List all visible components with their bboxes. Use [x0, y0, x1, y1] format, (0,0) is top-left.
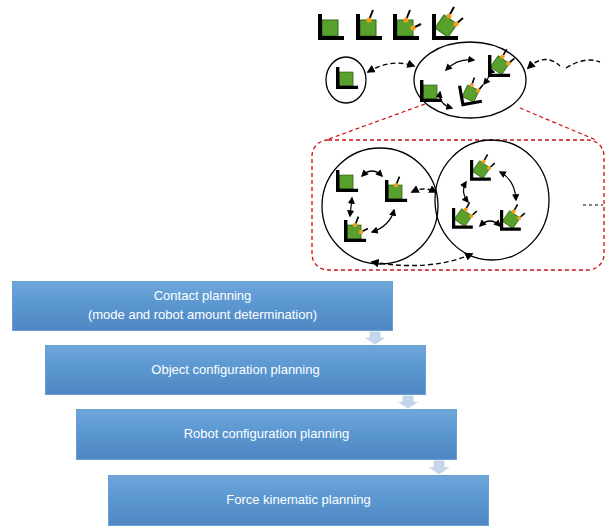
contact-icon [395, 10, 421, 38]
transition-arrow [463, 182, 468, 202]
contact-icon [320, 14, 344, 38]
transition-arrow [566, 60, 600, 68]
contact-icon [338, 170, 358, 190]
contact-icon [434, 7, 463, 38]
transition-arrow [500, 172, 516, 200]
contact-icon [422, 80, 442, 100]
mode-circle [326, 57, 366, 103]
mode-circle [435, 140, 549, 260]
transition-arrow [440, 92, 452, 108]
transition-arrow [372, 254, 472, 266]
process-box: Contact planning(mode and robot amount d… [12, 281, 393, 331]
contact-icon [459, 76, 486, 104]
process-box: Robot configuration planning [76, 409, 457, 460]
transition-arrow [362, 171, 382, 176]
contact-icon [502, 204, 525, 229]
process-box: Force kinematic planning [108, 475, 489, 526]
process-box: Object configuration planning [45, 345, 426, 395]
flow-arrow [363, 331, 387, 345]
contact-icon [454, 202, 477, 227]
contact-icon [490, 49, 515, 75]
box-label: Object configuration planning [151, 361, 319, 380]
contact-icon [472, 154, 495, 179]
transition-arrow [446, 60, 474, 70]
flow-arrow [396, 395, 420, 409]
contact-icon [346, 217, 368, 241]
continuation-mark [583, 205, 603, 206]
zoom-region [312, 140, 604, 270]
box-label: Contact planning [154, 287, 252, 306]
transition-arrow [480, 221, 500, 226]
box-label: Robot configuration planning [184, 425, 350, 444]
contact-icon [387, 177, 407, 201]
transition-arrow [372, 210, 394, 232]
transition-arrow [368, 63, 414, 72]
transition-arrow [412, 189, 436, 192]
contact-icon [358, 10, 382, 38]
box-label: (mode and robot amount determination) [88, 306, 317, 325]
flow-arrow [427, 460, 451, 475]
transition-arrow [350, 198, 352, 216]
box-label: Force kinematic planning [226, 491, 371, 510]
mode-circle [414, 42, 526, 118]
contact-icon [338, 67, 358, 87]
zoom-line [326, 104, 425, 140]
mode-circle [322, 148, 438, 264]
transition-arrow [484, 68, 490, 84]
zoom-line [520, 108, 596, 140]
transition-arrow [528, 59, 560, 68]
